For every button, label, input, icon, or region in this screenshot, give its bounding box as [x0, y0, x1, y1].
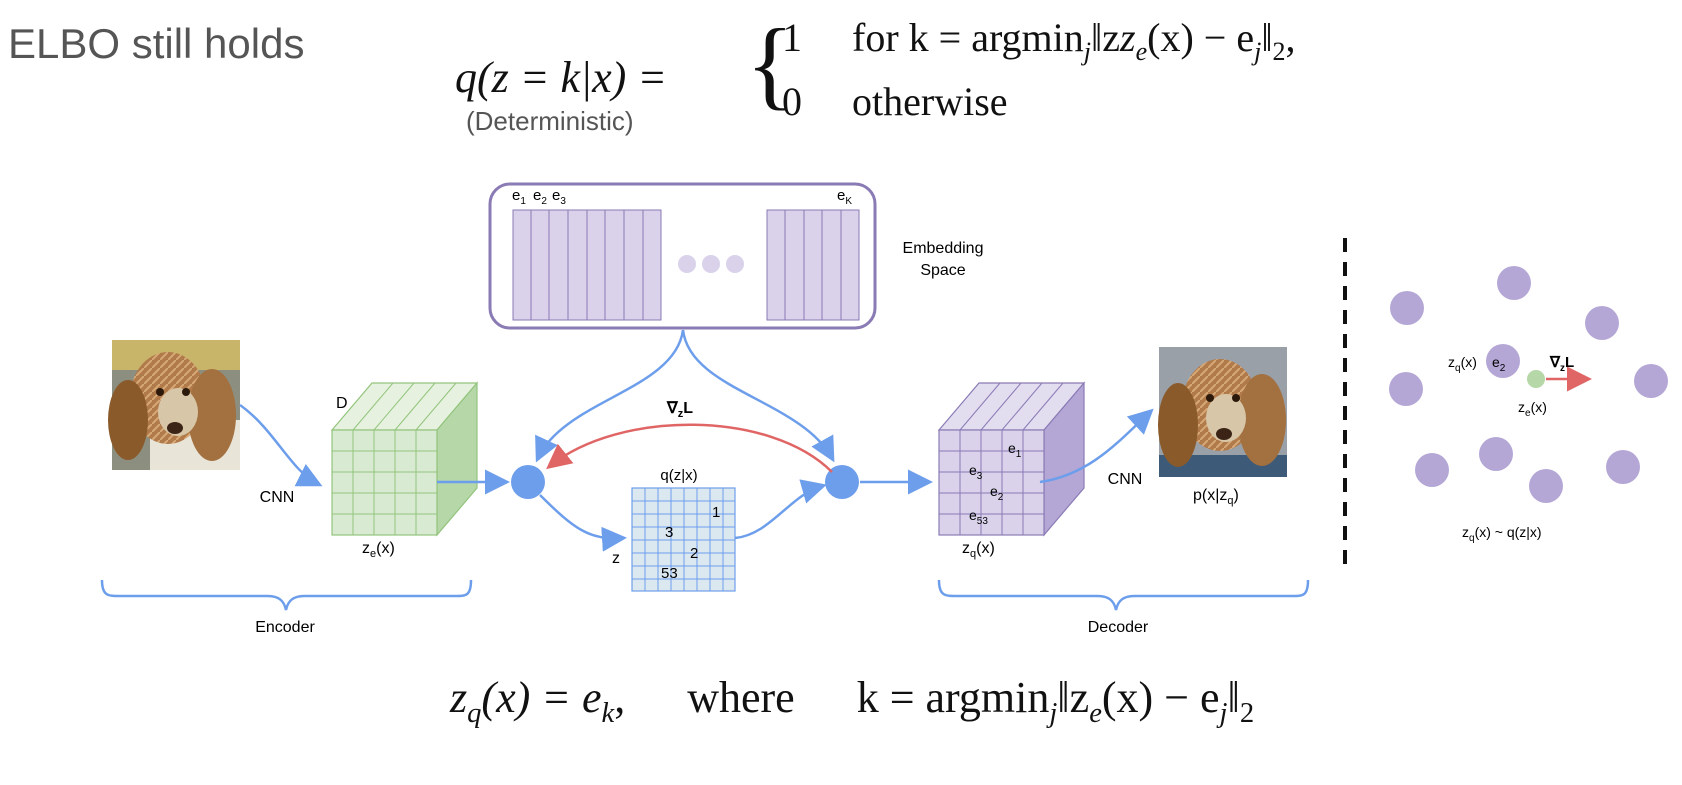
input-dog-image: [108, 340, 240, 470]
equation-top-brace: {: [746, 8, 794, 119]
zq-label: zq(x): [962, 540, 995, 560]
cnn-right-label: CNN: [1108, 471, 1143, 488]
grid-value-53: 53: [661, 565, 678, 582]
zq-cube: [937, 381, 1086, 537]
equation-top-case-1: 1 for k = argminj‖zze(x) − ej‖2,: [782, 15, 1296, 66]
arrow-embed-to-encoder-node: [535, 329, 685, 463]
z-label: z: [612, 550, 620, 567]
qzx-grid: [631, 487, 736, 592]
arrow-grid-to-node: [734, 479, 827, 540]
slide-title: ELBO still holds: [8, 20, 305, 67]
cube-value-53: e53: [969, 507, 988, 527]
grid-value-2: 2: [690, 545, 698, 562]
equation-top-case-2: 0 otherwise: [782, 79, 1008, 124]
equation-bottom: zq(x) = ek, where k = argminj‖ze(x) − ej…: [450, 673, 1255, 729]
ze-cube: [330, 381, 479, 537]
arrow-cube-to-image: [1039, 408, 1154, 484]
d-label: D: [336, 395, 348, 412]
grid-value-3: 3: [665, 524, 673, 541]
encoder-node: [511, 465, 545, 499]
encoder-label: Encoder: [255, 619, 315, 636]
decoder-node: [825, 465, 859, 499]
cube-value-2: e2: [990, 483, 1004, 503]
embedding-space-box: [488, 182, 877, 330]
ek-label: eK: [837, 187, 852, 207]
output-dog-image: [1158, 347, 1287, 477]
ellipsis-dot: [726, 255, 744, 273]
e3-label: e3: [552, 187, 566, 207]
qzx-label: q(z|x): [660, 467, 697, 484]
gradient-label: ∇zL: [666, 400, 693, 420]
ellipsis-dot: [678, 255, 696, 273]
grid-value-1: 1: [712, 504, 720, 521]
ze-label: ze(x): [362, 540, 395, 560]
embedding-space-label-1: Embedding: [903, 240, 984, 257]
right-grad-label: ∇zL: [1549, 354, 1574, 374]
embedding-space-label-2: Space: [920, 262, 965, 279]
arrow-image-to-cube: [239, 403, 323, 487]
deterministic-note: (Deterministic): [466, 106, 634, 136]
decoder-brace: [937, 579, 1310, 611]
right-ze-label: ze(x): [1518, 399, 1547, 419]
cube-value-3: e3: [969, 462, 983, 482]
e2-label: e2: [533, 187, 547, 207]
arrow-embed-to-decoder-node: [681, 329, 835, 463]
right-e2-label: e2: [1492, 354, 1506, 374]
right-dist-label: zq(x) ~ q(z|x): [1462, 524, 1542, 544]
ellipsis-dot: [702, 255, 720, 273]
pxzq-label: p(x|zq): [1193, 487, 1239, 507]
decoder-label: Decoder: [1088, 619, 1149, 636]
codebook-dots: [1389, 266, 1668, 503]
encoder-brace: [100, 579, 473, 611]
ze-point: [1527, 370, 1545, 388]
right-zq-label: zq(x): [1448, 354, 1477, 374]
e1-label: e1: [512, 187, 526, 207]
equation-top-lhs: q(z = k|x) =: [455, 53, 667, 102]
cube-value-1: e1: [1008, 440, 1022, 460]
cnn-left-label: CNN: [260, 489, 295, 506]
gradient-arrow: [546, 423, 833, 473]
arrow-node-to-grid: [539, 494, 627, 552]
